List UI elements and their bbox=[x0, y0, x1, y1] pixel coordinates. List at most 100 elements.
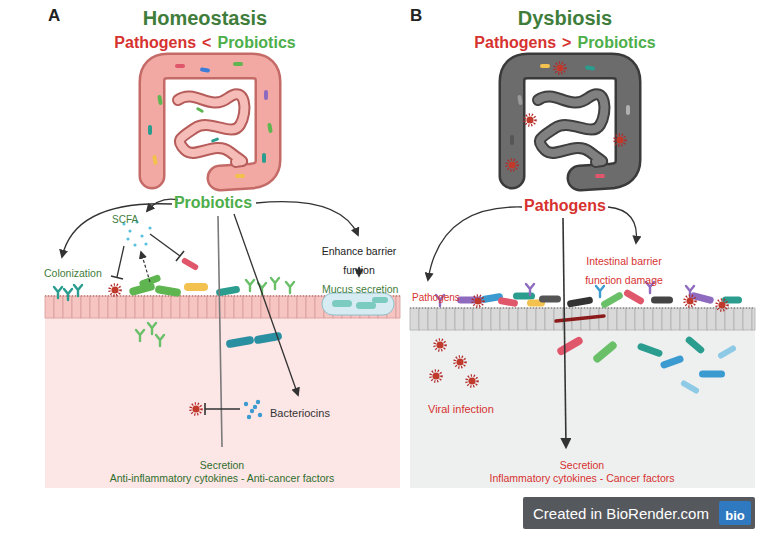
label: Pathogens bbox=[412, 292, 460, 303]
bacterium bbox=[148, 125, 152, 135]
epithelial-cell bbox=[599, 308, 608, 330]
epithelial-cell bbox=[180, 296, 189, 318]
bacteriocin-particle bbox=[258, 413, 262, 417]
epithelial-cell bbox=[428, 308, 437, 330]
bacterium bbox=[264, 90, 268, 100]
epithelial-cell bbox=[626, 308, 635, 330]
bacterium bbox=[600, 291, 624, 309]
bacterium bbox=[513, 293, 535, 300]
antibody bbox=[526, 284, 534, 295]
virus bbox=[111, 286, 118, 293]
epithelial-cell bbox=[153, 296, 162, 318]
inhibition-line bbox=[150, 234, 180, 256]
scfa-particle bbox=[133, 243, 136, 246]
epithelial-cell bbox=[752, 308, 755, 330]
label: Mucus secretion bbox=[322, 283, 398, 295]
epithelial-cell bbox=[410, 308, 419, 330]
epithelial-cell bbox=[144, 296, 153, 318]
epithelial-cell bbox=[45, 296, 54, 318]
antibody bbox=[246, 280, 254, 291]
tissue-region: BacteriocinsSecretionAnti-inflammatory c… bbox=[45, 318, 400, 488]
bacterium bbox=[181, 257, 200, 271]
virus bbox=[468, 377, 475, 384]
arrow bbox=[563, 218, 566, 447]
bacteriocin-particle bbox=[247, 415, 251, 419]
bacterium bbox=[510, 135, 514, 145]
epithelial-cell bbox=[225, 296, 234, 318]
epithelial-cell bbox=[446, 308, 455, 330]
epithelial-cell bbox=[306, 296, 315, 318]
label: Intestinal barrier function damage bbox=[585, 255, 663, 286]
bacterium bbox=[567, 296, 594, 307]
colon bbox=[512, 66, 628, 178]
antibody bbox=[271, 278, 279, 289]
node-text: Bacteriocins bbox=[270, 407, 330, 419]
bacterium bbox=[332, 300, 352, 307]
bacterium bbox=[540, 64, 550, 68]
headline-row: Pathogens>Probiotics bbox=[395, 33, 735, 52]
epithelial-cell bbox=[689, 308, 698, 330]
virus bbox=[436, 341, 443, 348]
virus-spikes bbox=[525, 115, 536, 126]
text-slot: Intestinal barrier function damage bbox=[577, 250, 671, 288]
antibody bbox=[64, 289, 72, 300]
small-intestine-outline bbox=[178, 94, 244, 162]
bacteriocin-particle bbox=[256, 400, 260, 404]
virus bbox=[192, 405, 199, 412]
virus bbox=[432, 372, 439, 379]
text-slot: Dysbiosis bbox=[365, 6, 761, 30]
virus-spikes bbox=[467, 376, 478, 387]
headline-text: < bbox=[202, 33, 211, 52]
virus bbox=[556, 64, 563, 71]
epithelial-cell bbox=[117, 296, 126, 318]
node-text: Viral infection bbox=[428, 403, 494, 415]
scfa-particle bbox=[140, 234, 143, 237]
antibody bbox=[74, 285, 82, 296]
bacteriocin-particle bbox=[244, 402, 248, 406]
epithelial-cell bbox=[270, 296, 279, 318]
text-slot: Mucus secretion bbox=[322, 278, 398, 297]
epithelial-cell bbox=[500, 308, 509, 330]
epithelial-cell bbox=[464, 308, 473, 330]
virus-spikes bbox=[615, 135, 626, 146]
bacterium bbox=[637, 342, 664, 357]
antibody bbox=[54, 287, 62, 298]
bacterium bbox=[157, 95, 163, 106]
inhibition-line bbox=[205, 408, 240, 409]
virus-spikes bbox=[555, 63, 566, 74]
antibody bbox=[596, 286, 604, 297]
epithelial-cell bbox=[162, 296, 171, 318]
inhibition-line bbox=[117, 246, 124, 277]
epithelial-cell bbox=[491, 308, 500, 330]
epithelial-cell bbox=[653, 308, 662, 330]
text-slot: Pathogens bbox=[412, 286, 460, 305]
text-slot: B bbox=[410, 6, 422, 26]
node-text: Secretion bbox=[200, 459, 244, 471]
bacterium bbox=[585, 65, 596, 71]
label: Dysbiosis bbox=[518, 7, 612, 29]
arrow bbox=[62, 204, 172, 257]
virus bbox=[508, 161, 515, 168]
epithelial-cell bbox=[662, 308, 671, 330]
bacterium bbox=[235, 174, 245, 178]
virus-spikes bbox=[435, 340, 446, 351]
epithelial-cell bbox=[545, 308, 554, 330]
node-text: Inflammatory cytokines - Cancer factors bbox=[490, 472, 675, 484]
label: Homeostasis bbox=[143, 7, 268, 29]
virus-spikes bbox=[431, 371, 442, 382]
headline-text: Probiotics bbox=[217, 33, 295, 52]
label: SCFA bbox=[112, 214, 138, 225]
secretion-line bbox=[218, 216, 222, 447]
epithelial-cell bbox=[698, 308, 707, 330]
bacterium bbox=[626, 105, 630, 115]
text-slot: bio bbox=[725, 505, 745, 524]
epithelial-cell bbox=[644, 308, 653, 330]
antibody bbox=[136, 330, 144, 341]
colon-outline bbox=[512, 66, 628, 178]
epithelial-cell bbox=[189, 296, 198, 318]
epithelial-cell bbox=[734, 308, 743, 330]
epithelial-cell bbox=[81, 296, 90, 318]
bacteriocin-particle bbox=[250, 409, 254, 413]
